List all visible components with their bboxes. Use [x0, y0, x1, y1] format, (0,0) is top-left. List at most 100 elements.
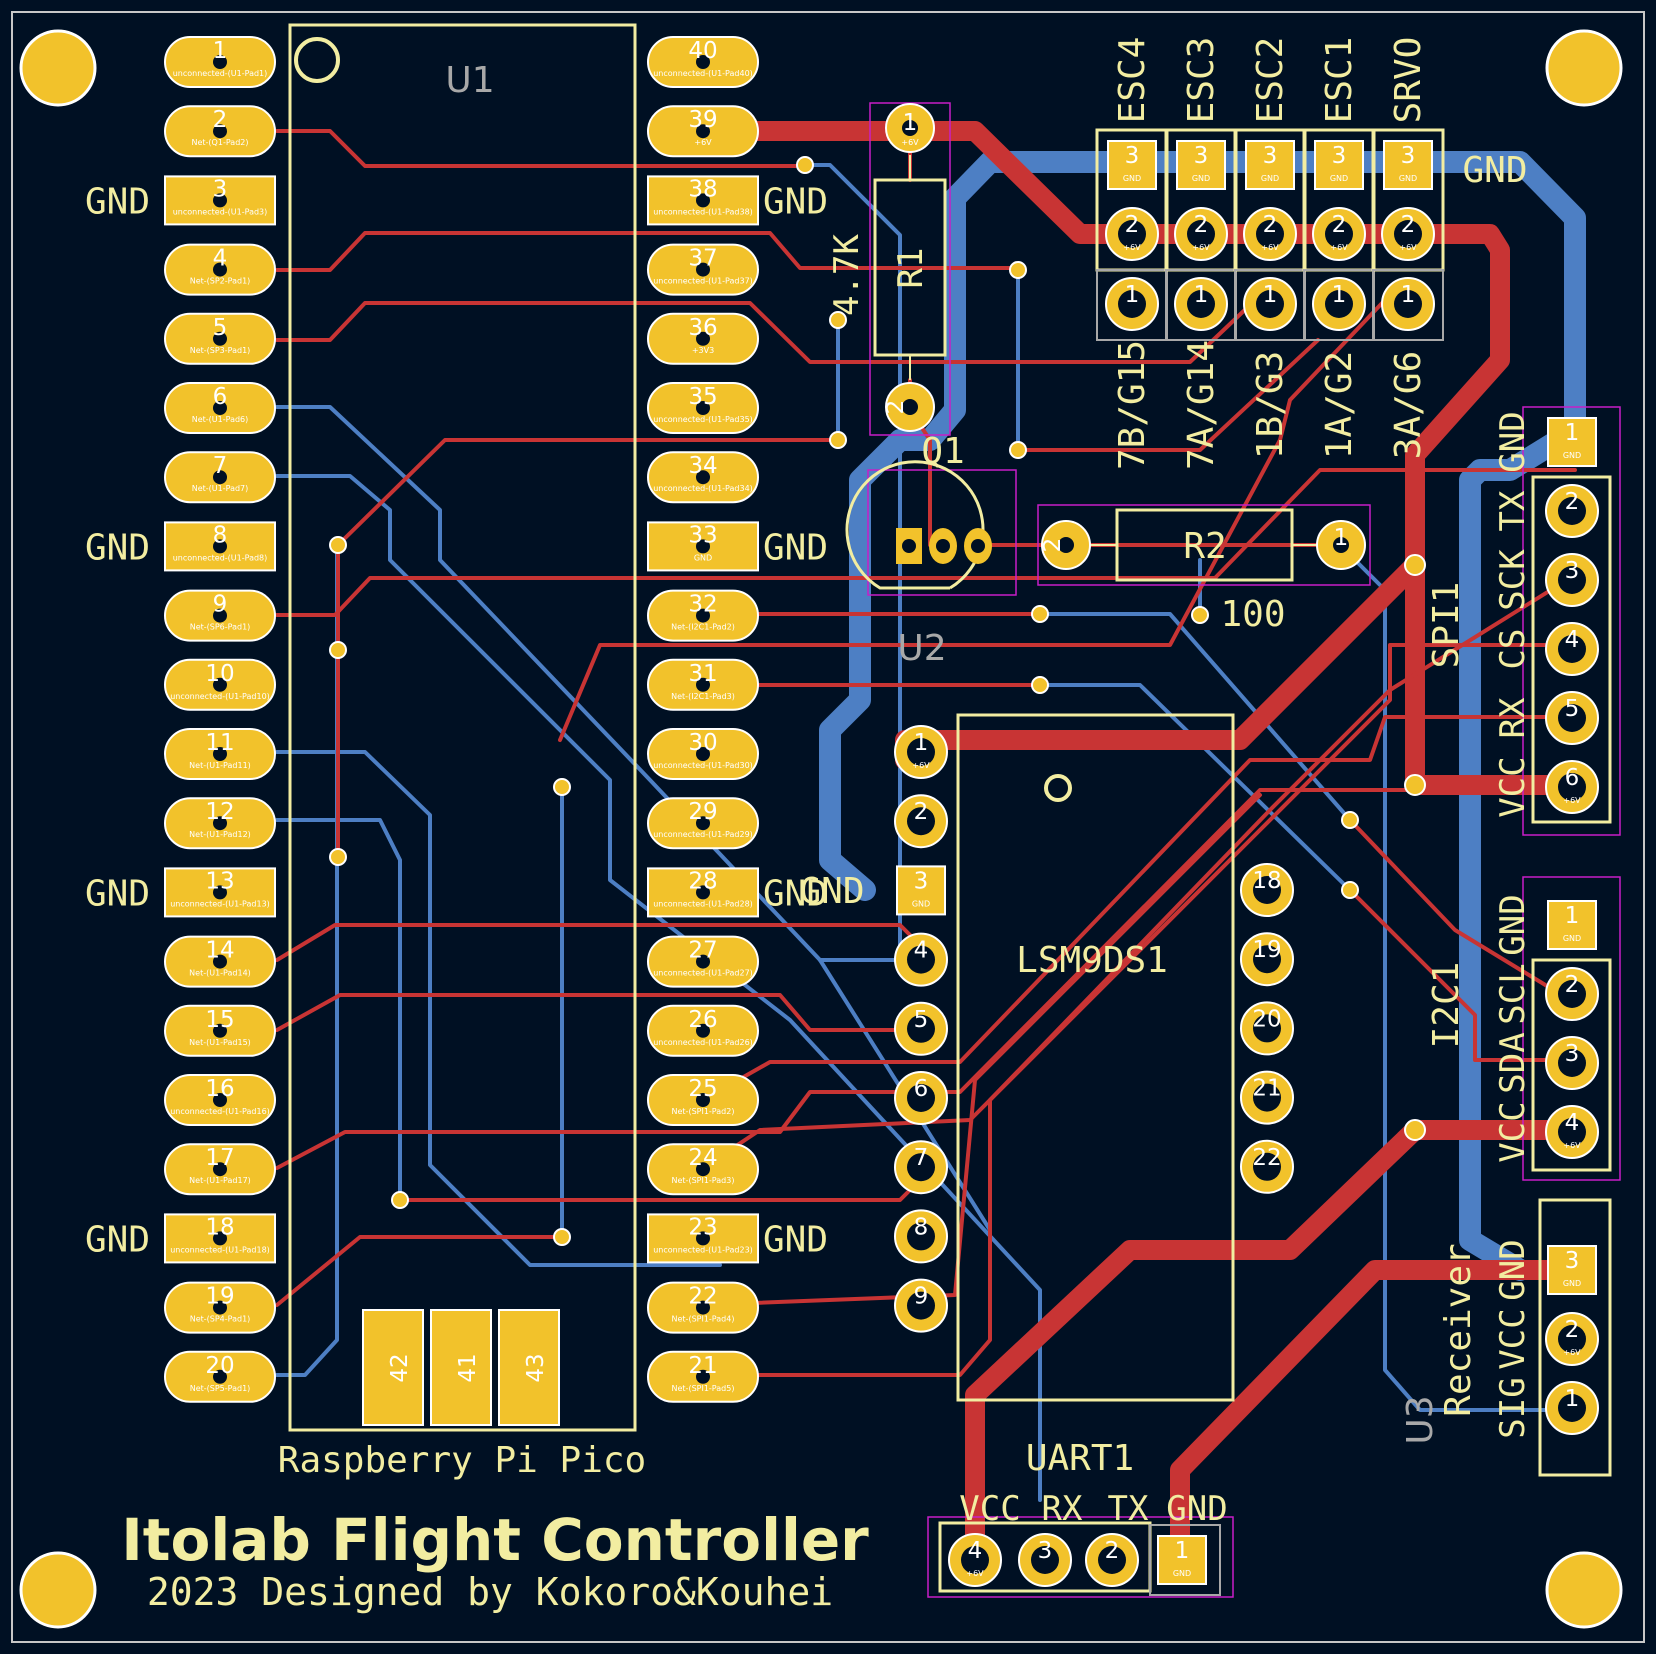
pad-net: GND	[1330, 174, 1348, 183]
pad-drill	[1558, 1394, 1586, 1422]
pad-drill	[1031, 1546, 1059, 1574]
trace-back	[275, 818, 402, 1202]
power-6v-trace	[693, 121, 1510, 770]
pad-num: 4	[914, 938, 929, 964]
u1-debug-pad-41: 41	[430, 1309, 492, 1426]
mounting-hole	[1545, 29, 1623, 107]
u1-pin-num: 39	[688, 107, 717, 133]
pad-drill	[1558, 1049, 1586, 1077]
u1-pad-drill	[213, 539, 227, 554]
u1-pad-drill	[213, 1023, 227, 1038]
board-subtitle: 2023 Designed by Kokoro&Kouhei	[147, 1570, 833, 1614]
i2c-courtyard	[1522, 876, 1621, 1181]
pad-drill	[1394, 220, 1422, 248]
u1-pad-drill	[213, 677, 227, 692]
u1-gnd-label: GND	[85, 181, 150, 222]
pad-num: 2	[1332, 212, 1347, 238]
u1-pin-net: Net-(U1-Pad12)	[189, 830, 251, 839]
u1-pad-drill	[213, 470, 227, 485]
pad-net: +6V	[1563, 1141, 1581, 1150]
u1-gnd-label: GND	[763, 873, 828, 914]
i2c-pin-label: GND	[1493, 894, 1533, 955]
debug-pad	[498, 1309, 560, 1426]
pad-net: GND	[912, 899, 930, 908]
spi-pin-label: GND	[1493, 411, 1533, 472]
trace-front	[1016, 338, 1320, 452]
pad-drill	[1253, 1014, 1281, 1043]
u1-pin-net: unconnected-(U1-Pad3)	[173, 207, 268, 216]
mounting-holes	[19, 29, 1623, 1629]
board-title: Itolab Flight Controller	[121, 1506, 869, 1574]
u1-pin-num: 17	[205, 1145, 234, 1171]
pad-num: 1	[1401, 282, 1416, 308]
esc-gpio-label: 7A/G14	[1181, 340, 1222, 470]
u2-ref: U2	[897, 628, 946, 669]
esc-fab-outline	[1372, 269, 1444, 341]
pad-drill	[1253, 1152, 1281, 1181]
i2c-pin-label: SCL	[1493, 963, 1533, 1024]
pad-net: GND	[1563, 451, 1581, 460]
u1-pad-drill	[213, 401, 227, 415]
uart-pin-label: GND	[1166, 1489, 1227, 1529]
trace-front	[275, 1235, 564, 1307]
r2-pad2-num: 2	[1040, 538, 1066, 553]
q1-footprint: Q1	[845, 431, 1017, 596]
gnd-rail-trace	[1459, 419, 1586, 1281]
u1-pad-drill	[696, 1162, 710, 1177]
debug-pad-num: 43	[523, 1353, 549, 1382]
u1-pad-drill	[213, 331, 227, 346]
pad-num: 3	[1565, 1248, 1580, 1274]
pad-square	[1245, 140, 1295, 190]
trace-back	[1038, 683, 1352, 892]
u2-pin1-marker	[1044, 774, 1072, 802]
pad-net: GND	[1261, 174, 1279, 183]
r1-pad1-net: +6V	[901, 138, 919, 147]
pad-drill	[907, 1222, 935, 1251]
u1-debug-pad-43: 43	[498, 1309, 560, 1426]
pad-drill	[907, 738, 935, 766]
u1-pad-drill	[213, 608, 227, 623]
debug-pad-num: 41	[455, 1353, 481, 1382]
u1-pad-drill	[696, 262, 710, 277]
u1-pad-drill	[696, 331, 710, 346]
via	[1341, 881, 1359, 899]
u1-pad-drill	[213, 193, 227, 208]
trace-back	[275, 405, 992, 1262]
pad-num: 4	[968, 1538, 983, 1564]
pad-num: 1	[1194, 282, 1209, 308]
pad-drill	[907, 1153, 935, 1182]
u1-gnd-label: GND	[85, 527, 150, 568]
esc-headers: ESC43GND2+6V17B/G15ESC33GND2+6V17A/G14ES…	[1095, 37, 1528, 470]
pad-num: 1	[1332, 282, 1347, 308]
u1-pin-net: unconnected-(U1-Pad35)	[653, 415, 753, 424]
u1-pin-net: Net-(SP5-Pad1)	[190, 1384, 251, 1393]
u1-pin-net: Net-(U1-Pad14)	[189, 969, 251, 978]
trace-front	[701, 573, 1577, 1377]
pad-num: 6	[1565, 765, 1580, 791]
pad-square	[1547, 900, 1597, 950]
u2-pin-19: 19	[1240, 932, 1294, 987]
spi-pad-6: 6+6V	[1545, 760, 1599, 814]
via	[1009, 261, 1027, 279]
pad-num: 2	[1565, 1317, 1580, 1343]
pad-num: 7	[914, 1145, 929, 1171]
via	[1009, 441, 1027, 459]
board-title-block: Itolab Flight Controller 2023 Designed b…	[121, 1506, 869, 1614]
pad-square	[1157, 1535, 1207, 1585]
mounting-hole	[1545, 1551, 1623, 1629]
